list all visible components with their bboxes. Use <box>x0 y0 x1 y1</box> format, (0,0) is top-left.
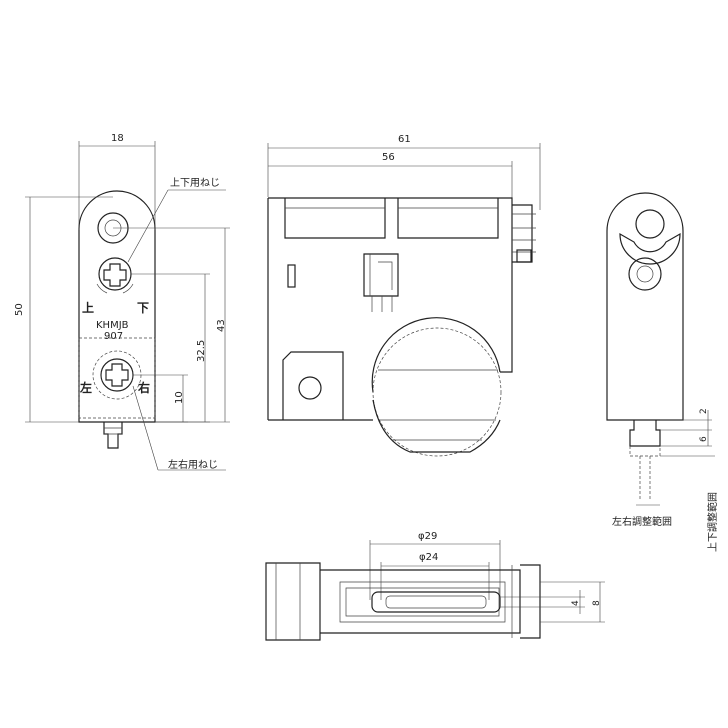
dim-8-text: 8 <box>592 600 602 606</box>
dim-43-text: 43 <box>216 319 227 332</box>
bottom-left-block <box>265 562 321 641</box>
dim-8-line <box>540 581 605 623</box>
front-lower-region <box>78 337 156 419</box>
bottom-wheel <box>371 591 501 613</box>
dim-phi24-line <box>380 562 490 600</box>
end-stem-range <box>629 446 661 500</box>
spring-clip <box>363 253 399 297</box>
dim-32-5-text: 32.5 <box>196 340 207 362</box>
bottom-inner-frame <box>339 581 506 623</box>
dim-phi29-text: φ29 <box>418 531 437 542</box>
wheel-outline-dashed <box>372 327 502 457</box>
dim-50-line <box>25 196 113 423</box>
dim-4-text: 4 <box>644 0 650 3</box>
model-code-label: 907 <box>104 331 123 342</box>
right-label: 右 <box>137 380 150 395</box>
left-label: 左 <box>79 380 92 395</box>
phillips-cross-icon <box>105 363 129 387</box>
vertical-screw-label: 上下用ねじ <box>170 177 220 189</box>
end-lower-hole <box>628 257 662 291</box>
front-body-outline <box>78 190 156 423</box>
dim-61-text: 61 <box>398 134 411 145</box>
bracket-hole <box>298 376 322 400</box>
side-body-outline <box>268 197 513 421</box>
vertical-screw-leader <box>127 189 226 263</box>
arc-arrow-icon <box>122 283 134 294</box>
dim-18-text: 18 <box>111 133 124 144</box>
bottom-end-cap <box>520 564 541 639</box>
down-label: 下 <box>137 301 149 315</box>
dim-50-text: 50 <box>14 303 25 316</box>
horizontal-screw-label: 左右用ねじ <box>168 458 218 471</box>
dim-2-6-line <box>660 410 712 447</box>
dim-56-line <box>268 161 513 199</box>
end-view: 2 6 上下調整範囲 4 左右調整範囲 <box>606 0 719 552</box>
dim-4-bottom-text: 4 <box>571 600 581 606</box>
end-stem <box>629 420 661 447</box>
dim-4-bottom-line <box>500 590 585 614</box>
dim-6-text: 6 <box>699 436 709 442</box>
horizontal-adjust-label: 左右調整範囲 <box>612 515 672 528</box>
top-channels <box>284 198 499 239</box>
end-body-outline <box>606 192 684 421</box>
wheel <box>371 317 501 453</box>
end-knob <box>512 204 533 263</box>
dim-18-line <box>78 141 156 230</box>
end-crescent <box>619 232 681 265</box>
vertical-adjust-label: 上下調整範囲 <box>706 492 719 552</box>
front-view: 上 下 KHMJB 907 左 右 18 50 43 32.5 10 上下用ねじ… <box>14 133 230 471</box>
front-stem <box>103 422 123 449</box>
bottom-view: φ29 φ24 4 8 <box>265 531 605 641</box>
front-stem-threads <box>104 427 122 435</box>
dim-56-text: 56 <box>382 152 395 163</box>
bracket-plate <box>282 351 344 420</box>
horizontal-screw-leader <box>132 385 226 471</box>
bottom-body <box>320 569 521 634</box>
up-label: 上 <box>82 300 94 315</box>
side-view: 61 56 <box>267 134 541 457</box>
end-top-hole <box>635 209 665 239</box>
dim-61-line <box>267 143 541 210</box>
dim-10-text: 10 <box>174 391 185 404</box>
side-slot <box>287 264 296 288</box>
dim-10-line <box>133 374 188 423</box>
phillips-cross-icon <box>103 263 127 287</box>
dim-2-text: 2 <box>699 408 709 414</box>
dim-phi24-text: φ24 <box>419 552 438 563</box>
model-label: KHMJB <box>96 320 129 331</box>
arc-arrow-icon <box>96 283 108 294</box>
